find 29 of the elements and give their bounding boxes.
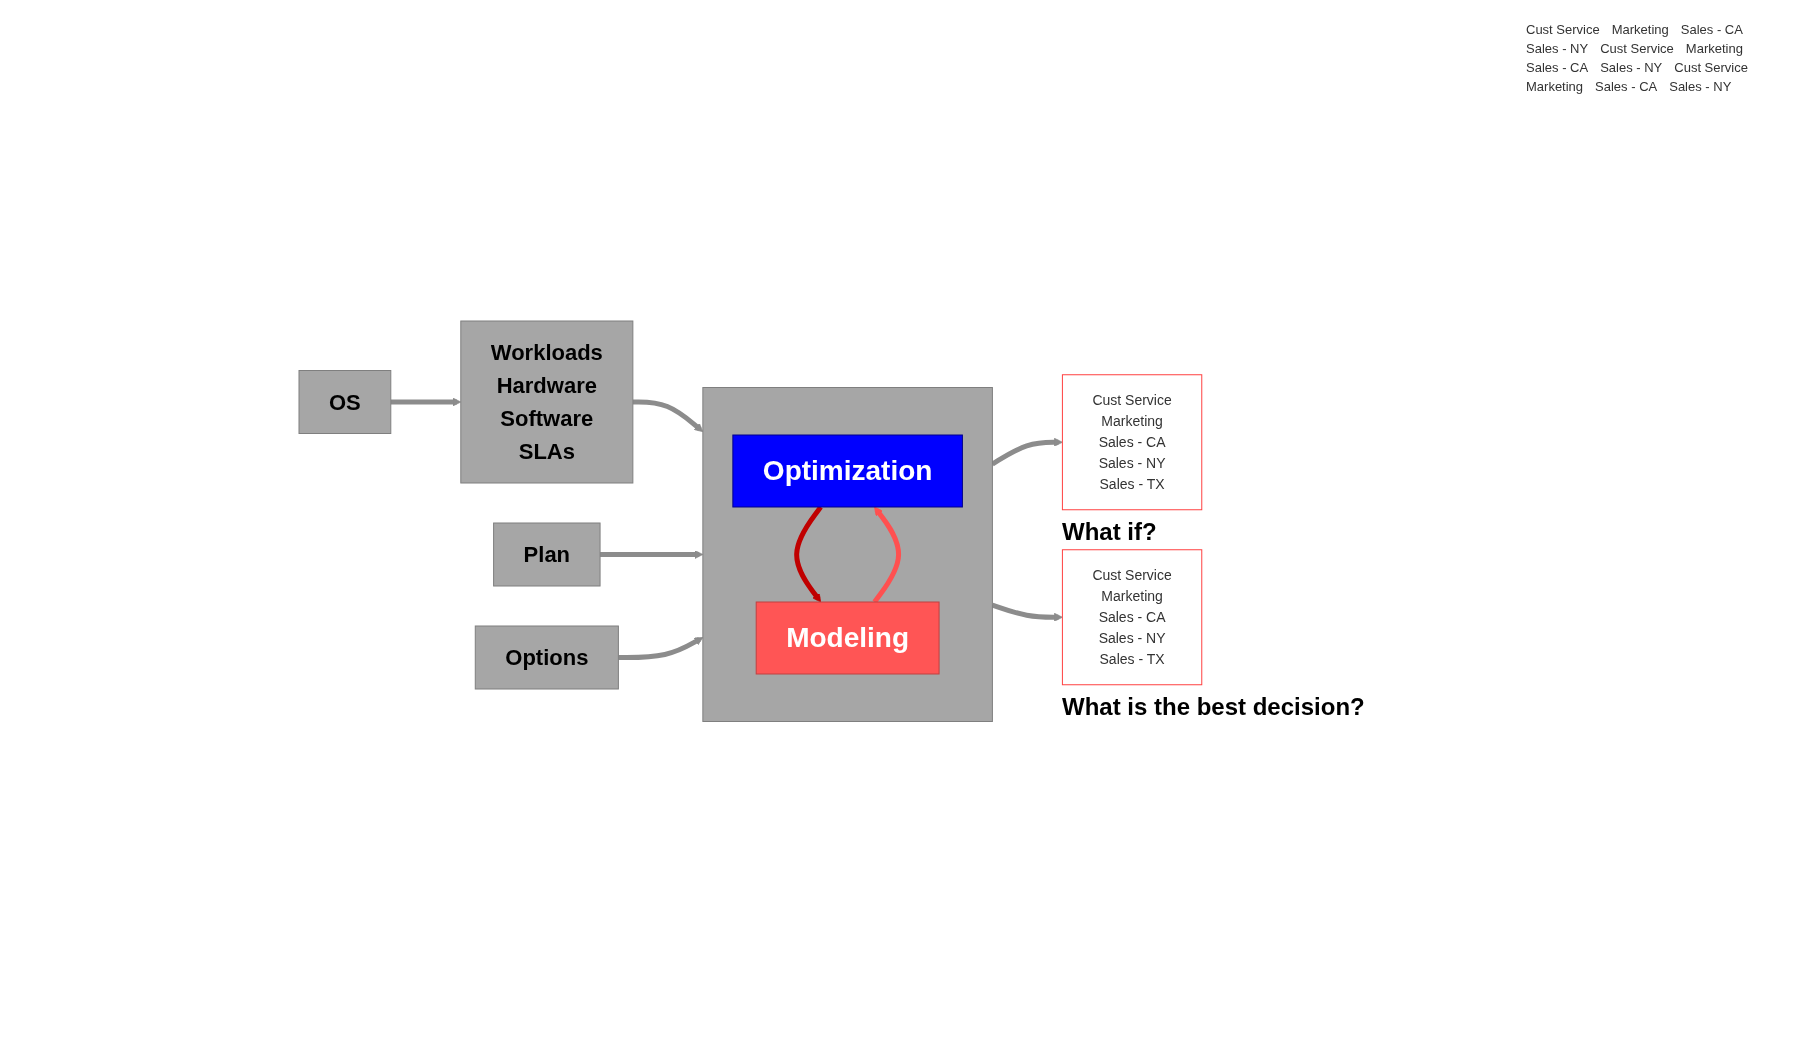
chart-legend-label: Cust Service: [1674, 60, 1748, 75]
chart-legend-label: Sales - CA: [1680, 22, 1743, 37]
node-box: Cust Service Marketing Sales - CA Sales - NY Sales - TX: [1061, 374, 1202, 511]
arrow: [991, 602, 1063, 622]
arrow: [618, 637, 703, 661]
chart-legend-label: Sales - NY: [1600, 60, 1663, 75]
node-box: Options: [474, 625, 619, 690]
chart-legend-label: Marketing: [1685, 41, 1743, 56]
arrow: [632, 399, 703, 433]
node-box: Plan: [492, 522, 601, 587]
node-box: Optimization: [731, 434, 963, 508]
chart-legend-label: Cust Service: [1600, 41, 1674, 56]
node-box: Modeling: [755, 601, 940, 675]
node-box: Workloads Hardware Software SLAs: [459, 320, 633, 484]
chart-caption: What if?: [1062, 518, 1157, 546]
arrow: [599, 550, 703, 560]
chart-legend-label: Sales - NY: [1669, 79, 1732, 94]
node-box: OS: [298, 370, 391, 435]
chart-legend-label: Cust Service: [1526, 22, 1600, 37]
arrow: [390, 397, 461, 407]
chart-legend-label: Sales - CA: [1526, 60, 1589, 75]
chart-legend-label: Sales - CA: [1595, 79, 1658, 94]
arrow: [872, 506, 901, 604]
chart-legend-label: Marketing: [1611, 22, 1669, 37]
chart-legend-label: Sales - NY: [1526, 41, 1589, 56]
chart-caption: What is the best decision?: [1062, 693, 1365, 721]
cluster: [701, 387, 993, 723]
node-box: Cust Service Marketing Sales - CA Sales - NY Sales - TX: [1061, 549, 1202, 686]
chart-legend-label: Marketing: [1526, 79, 1584, 94]
